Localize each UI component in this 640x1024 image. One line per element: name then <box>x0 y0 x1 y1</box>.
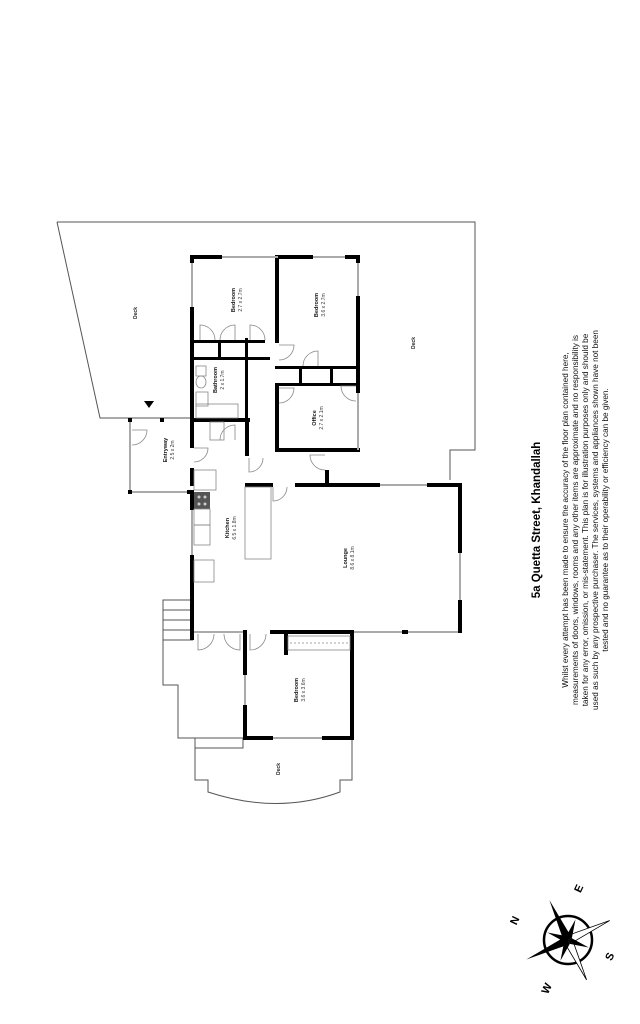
svg-text:Office: Office <box>312 410 318 426</box>
title-block: 5a Quetta Street, Khandallah <box>531 442 543 599</box>
page-title: 5a Quetta Street, Khandallah <box>531 442 543 599</box>
deck-outlines <box>56 221 476 804</box>
room-entryway: Entryway 2.5 x 2m <box>163 437 176 462</box>
disclaimer-block: Whilst every attempt has been made to en… <box>561 330 610 710</box>
deck-label-east: Deck <box>411 337 417 349</box>
deck-label-south: Deck <box>276 763 282 775</box>
svg-text:Kitchen: Kitchen <box>225 517 231 538</box>
svg-text:Deck: Deck <box>133 307 139 319</box>
svg-text:Bedroom: Bedroom <box>294 678 300 702</box>
bathtub-icon <box>195 403 239 419</box>
svg-text:8.6 x 8.1m: 8.6 x 8.1m <box>350 546 356 569</box>
disclaimer-line: measurements of doors, windows, rooms an… <box>571 335 580 705</box>
room-kitchen: Kitchen 6.5 x 1.8m <box>225 516 238 539</box>
svg-text:2 x 1.7m: 2 x 1.7m <box>220 370 226 389</box>
room-office: Office 2.7 x 2.1m <box>312 406 325 429</box>
compass-rose-icon: N E S W <box>508 883 617 996</box>
disclaimer-line: taken for any error, omission, or mis-st… <box>581 333 590 706</box>
room-bedroom-1: Bedroom 2.7 x 2.7m <box>231 288 244 312</box>
svg-text:Bedroom: Bedroom <box>314 293 320 317</box>
svg-text:2.7 x 2.1m: 2.7 x 2.1m <box>319 406 325 429</box>
svg-text:Lounge: Lounge <box>343 548 349 568</box>
cooktop-icon <box>194 492 210 509</box>
svg-text:Entryway: Entryway <box>163 437 169 462</box>
svg-text:3.6 x 2.7m: 3.6 x 2.7m <box>321 293 327 316</box>
room-lounge: Lounge 8.6 x 8.1m <box>343 546 356 569</box>
doors <box>131 324 357 651</box>
svg-text:W: W <box>540 981 556 996</box>
deck-label-north: Deck <box>133 307 139 319</box>
kitchen-island <box>244 486 272 560</box>
disclaimer-line: tested and no guarantee as to their oper… <box>601 388 610 651</box>
svg-text:Deck: Deck <box>411 337 417 349</box>
svg-text:2.7 x 2.7m: 2.7 x 2.7m <box>238 288 244 311</box>
room-bedroom-3: Bedroom 3.6 x 3.6m <box>294 678 307 702</box>
windows <box>129 256 461 739</box>
fixtures <box>193 365 351 651</box>
entry-arrow-icon <box>144 401 154 408</box>
disclaimer-line: Whilst every attempt has been made to en… <box>561 352 570 687</box>
svg-text:Deck: Deck <box>276 763 282 775</box>
room-bedroom-2: Bedroom 3.6 x 2.7m <box>314 293 327 317</box>
walls <box>128 255 462 740</box>
svg-text:6.5 x 1.8m: 6.5 x 1.8m <box>232 516 238 539</box>
svg-text:Bedroom: Bedroom <box>231 288 237 312</box>
svg-text:N: N <box>508 915 522 927</box>
svg-text:3.6 x 3.6m: 3.6 x 3.6m <box>301 678 307 701</box>
room-labels: Bedroom 2.7 x 2.7m Bedroom 3.6 x 2.7m Ba… <box>133 288 417 775</box>
svg-text:2.5 x 2m: 2.5 x 2m <box>170 440 176 459</box>
toilet-icon <box>195 375 207 389</box>
svg-text:Bathroom: Bathroom <box>213 367 219 393</box>
svg-text:E: E <box>572 883 586 895</box>
disclaimer-line: used as such by any prospective purchase… <box>591 330 600 710</box>
svg-text:S: S <box>603 951 617 963</box>
room-bathroom: Bathroom 2 x 1.7m <box>213 367 226 393</box>
